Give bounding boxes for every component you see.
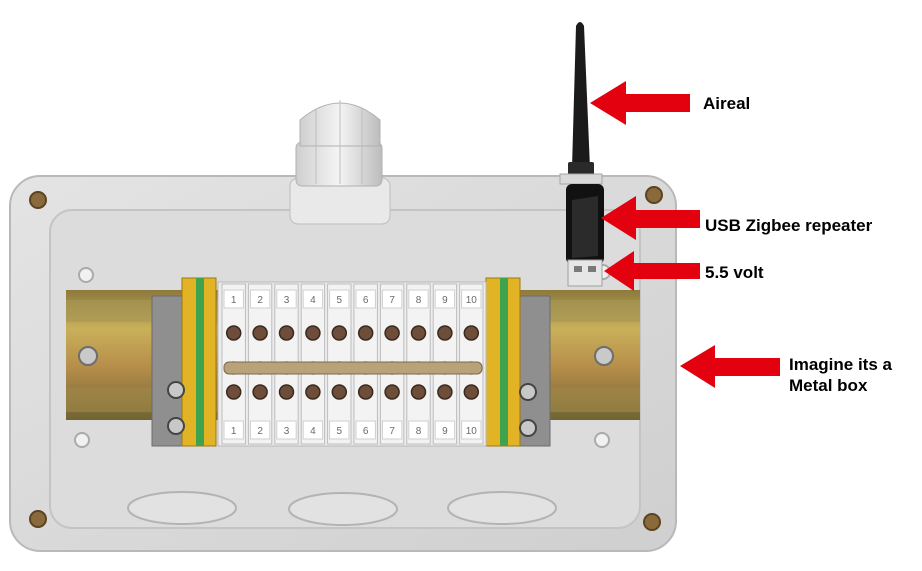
terminal-marker-top bbox=[223, 289, 244, 309]
terminal-number-top: 10 bbox=[466, 295, 478, 306]
terminal-number-bottom: 6 bbox=[363, 426, 369, 437]
terminal-screw bbox=[437, 325, 453, 341]
terminal-screw bbox=[384, 325, 400, 341]
terminal-marker-top bbox=[434, 289, 456, 309]
terminal-marker-bottom bbox=[381, 420, 403, 440]
terminal-number-top: 2 bbox=[257, 295, 263, 306]
terminal-marker-bottom bbox=[408, 420, 429, 440]
terminal-marker-top bbox=[461, 289, 482, 309]
terminal-screw bbox=[305, 325, 321, 341]
ground-terminal-left bbox=[167, 277, 217, 447]
terminal-block-group: 1 1 2 2 3 3 4 4 5 5 6 6 7 7 8 8 9 9 10 10 bbox=[217, 281, 487, 447]
terminal-screw bbox=[278, 325, 295, 341]
bottom-knockouts bbox=[127, 491, 557, 526]
terminal-marker-bottom bbox=[302, 420, 324, 440]
terminal-marker-bottom bbox=[276, 420, 297, 440]
terminal-screw bbox=[437, 384, 453, 400]
terminal-marker-bottom bbox=[329, 420, 350, 440]
terminal-number-bottom: 9 bbox=[442, 426, 448, 437]
terminal-marker-bottom bbox=[223, 420, 244, 440]
ground-terminal-right bbox=[485, 277, 537, 447]
metal-box-label-line1: Imagine its a bbox=[789, 355, 892, 374]
terminal-marker-top bbox=[302, 289, 324, 309]
terminal-screw bbox=[463, 384, 480, 400]
terminal-marker-top bbox=[355, 289, 376, 309]
terminal-number-top: 7 bbox=[389, 295, 395, 306]
terminal-screw bbox=[384, 384, 400, 400]
usb-zigbee-repeater bbox=[566, 184, 604, 264]
corner-screws bbox=[29, 186, 663, 531]
usb-repeater-label: USB Zigbee repeater bbox=[705, 216, 873, 235]
terminal-screw bbox=[278, 384, 295, 400]
terminal-screw bbox=[410, 325, 427, 341]
terminal-marker-top bbox=[381, 289, 403, 309]
terminal-screw bbox=[252, 325, 268, 341]
terminal-number-bottom: 5 bbox=[337, 426, 343, 437]
terminal-marker-bottom bbox=[434, 420, 456, 440]
cable-gland-top bbox=[289, 100, 391, 225]
terminal-marker-top bbox=[408, 289, 429, 309]
terminal-number-bottom: 3 bbox=[284, 426, 290, 437]
voltage-label: 5.5 volt bbox=[705, 263, 764, 282]
terminal-screw bbox=[463, 325, 480, 341]
terminal-marker-bottom bbox=[461, 420, 482, 440]
terminal-marker-bottom bbox=[249, 420, 271, 440]
terminal-number-top: 3 bbox=[284, 295, 290, 306]
aerial-label: Aireal bbox=[703, 94, 751, 113]
arrow-voltage bbox=[604, 251, 700, 291]
terminal-screw bbox=[225, 384, 242, 400]
terminal-screw bbox=[357, 325, 374, 341]
terminal-screw bbox=[410, 384, 427, 400]
terminal-number-top: 4 bbox=[310, 295, 316, 306]
terminal-number-top: 1 bbox=[231, 295, 237, 306]
antenna bbox=[559, 22, 603, 185]
terminal-number-bottom: 10 bbox=[466, 426, 478, 437]
terminal-marker-top bbox=[276, 289, 297, 309]
terminal-number-top: 5 bbox=[337, 295, 343, 306]
terminal-screw bbox=[331, 384, 348, 400]
terminal-marker-top bbox=[249, 289, 271, 309]
terminal-marker-bottom bbox=[355, 420, 376, 440]
terminal-marker-top bbox=[329, 289, 350, 309]
arrow-aerial bbox=[590, 81, 690, 125]
terminal-screw bbox=[252, 384, 268, 400]
metal-box-label: Imagine its a Metal box bbox=[789, 354, 892, 396]
terminal-number-bottom: 2 bbox=[257, 426, 263, 437]
terminal-number-top: 9 bbox=[442, 295, 448, 306]
terminal-number-top: 8 bbox=[416, 295, 422, 306]
bridge-bar bbox=[223, 361, 483, 375]
terminal-screw bbox=[357, 384, 374, 400]
terminal-number-bottom: 4 bbox=[310, 426, 316, 437]
terminal-screw bbox=[225, 325, 242, 341]
terminal-number-top: 6 bbox=[363, 295, 369, 306]
metal-box-label-line2: Metal box bbox=[789, 376, 868, 395]
terminal-number-bottom: 8 bbox=[416, 426, 422, 437]
arrow-usb-repeater bbox=[601, 196, 700, 240]
terminal-number-bottom: 1 bbox=[231, 426, 237, 437]
terminal-screw bbox=[331, 325, 348, 341]
arrow-metal-box bbox=[680, 345, 780, 388]
terminal-screw bbox=[305, 384, 321, 400]
usb-plug bbox=[567, 259, 603, 287]
terminal-number-bottom: 7 bbox=[389, 426, 395, 437]
